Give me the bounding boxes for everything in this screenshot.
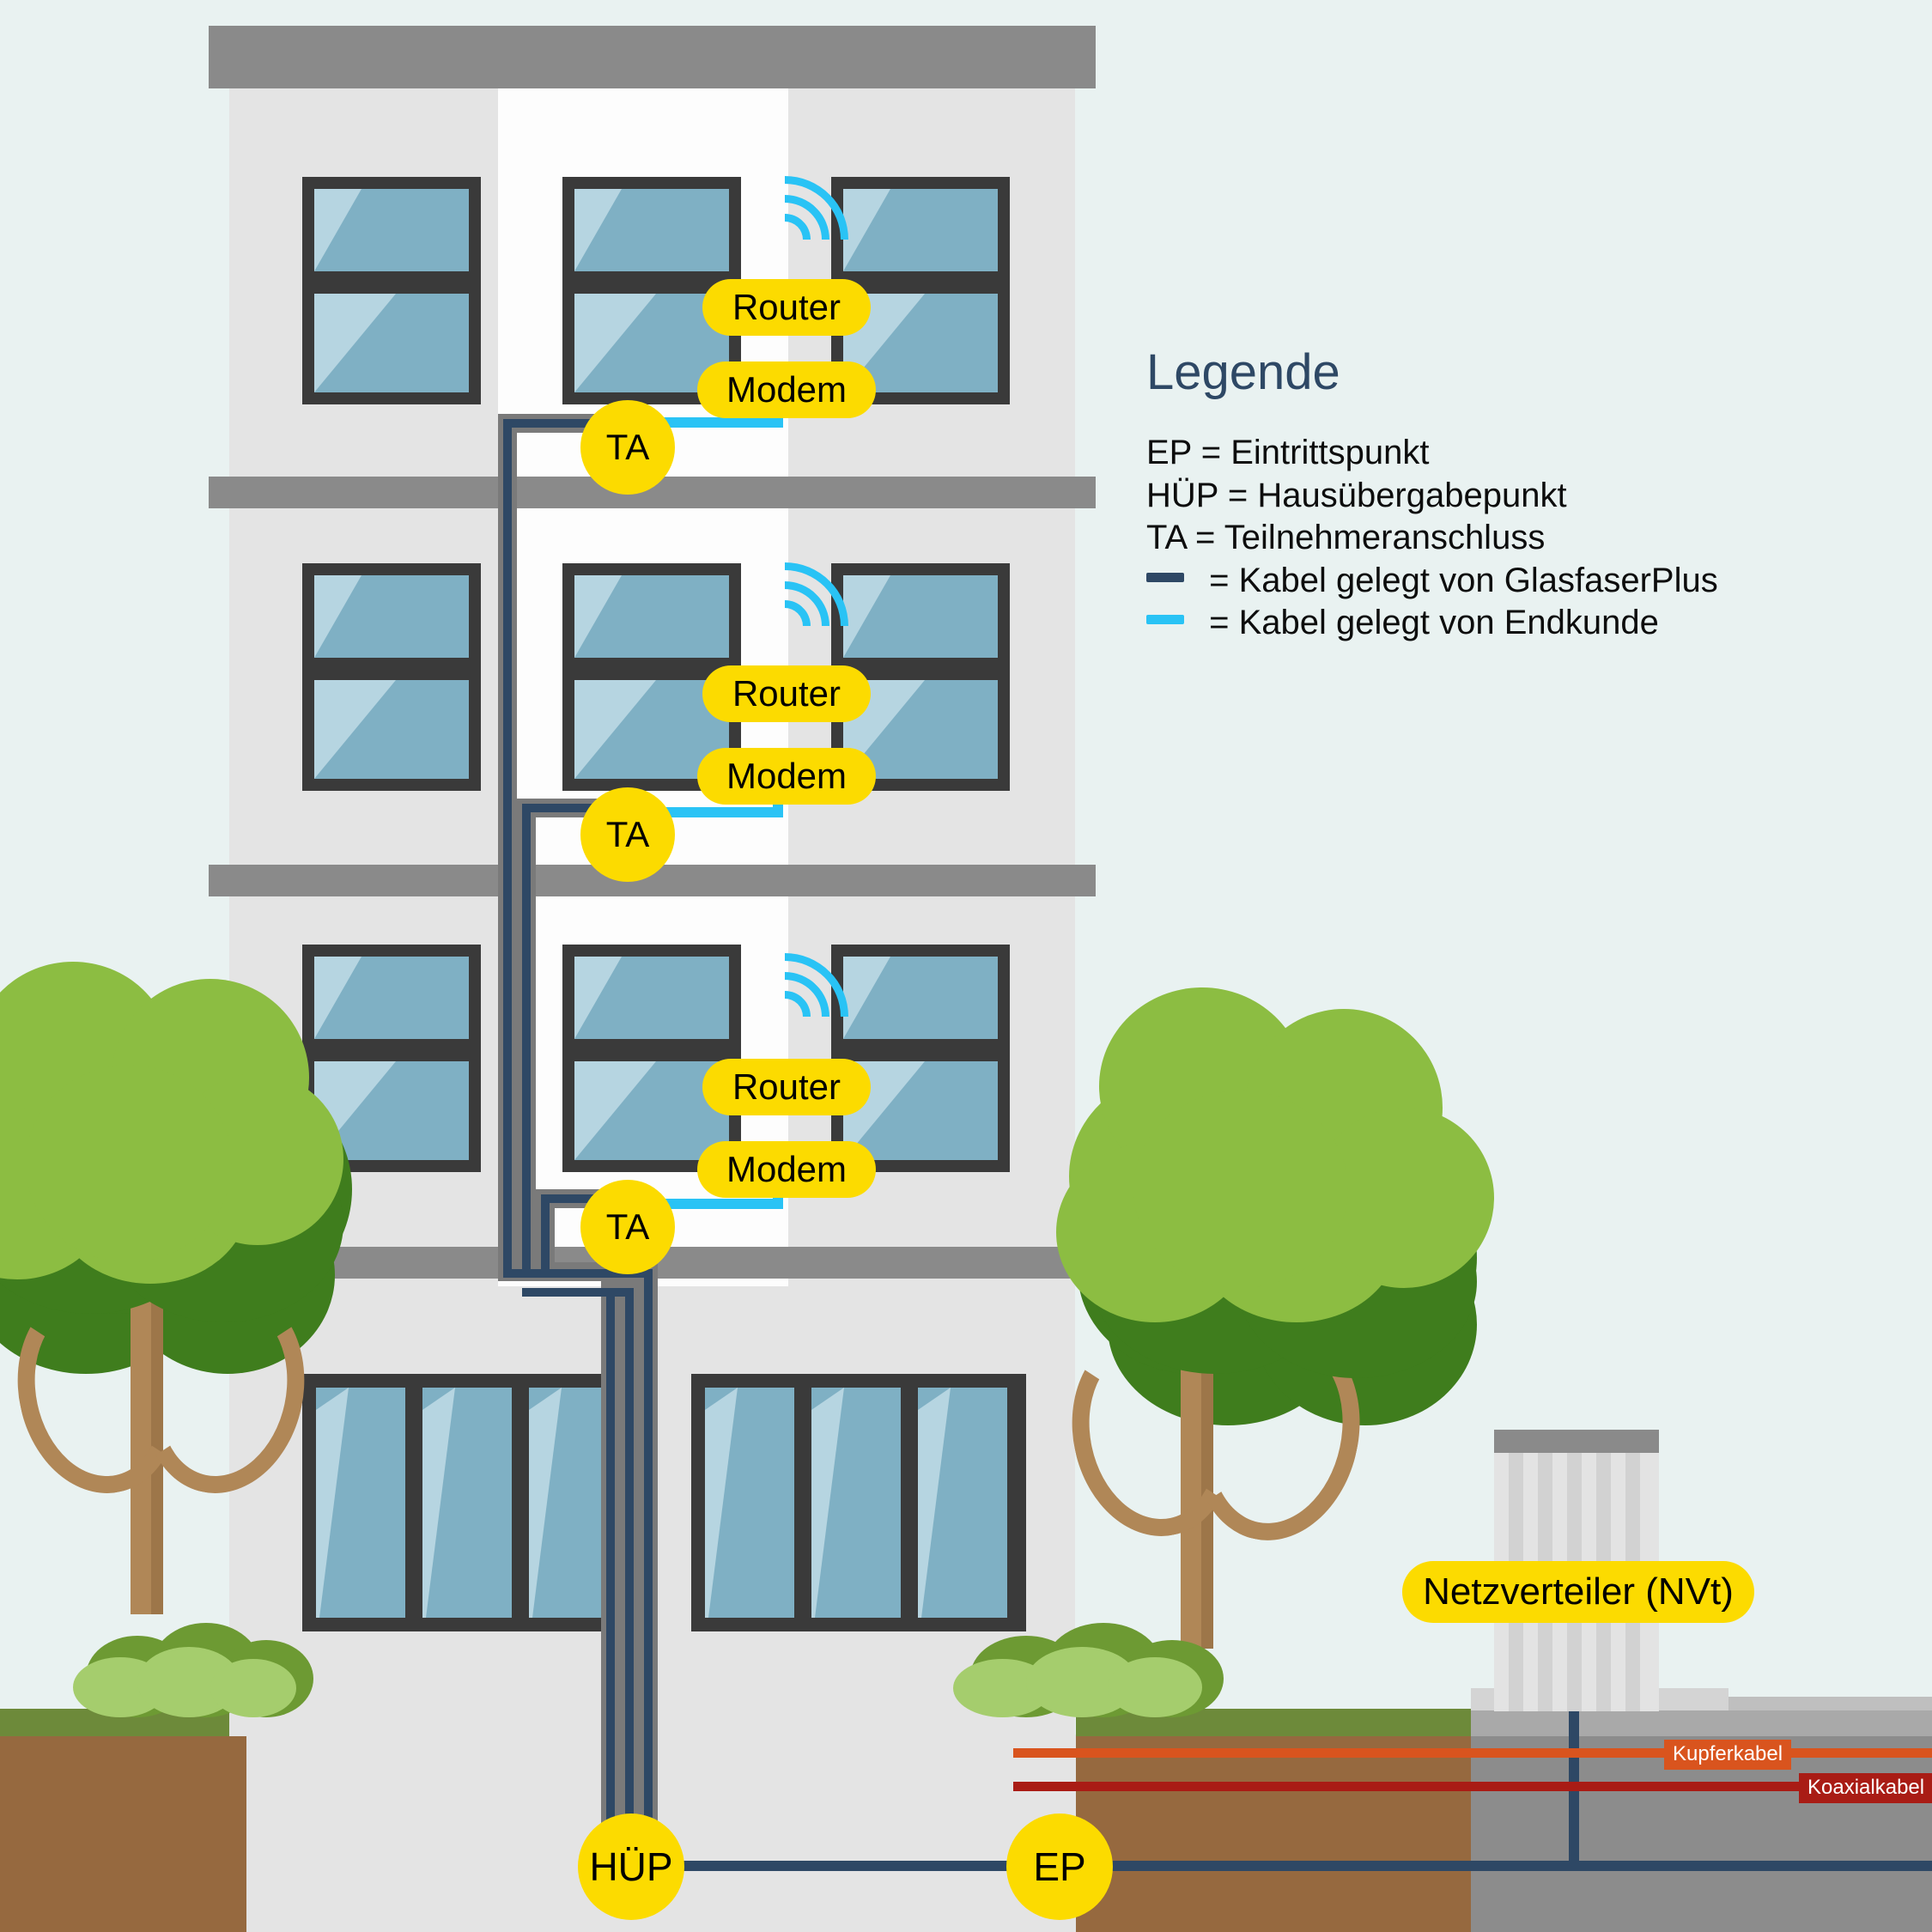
window-center-left-floor1 bbox=[562, 945, 741, 1172]
fiber-core-riser-b bbox=[522, 804, 531, 1278]
legend-row-customer: = Kabel gelegt von Endkunde bbox=[1146, 602, 1859, 645]
legend: Legende EP = Eintrittspunkt HÜP = Hausüb… bbox=[1146, 348, 1859, 645]
window-left-floor2 bbox=[302, 563, 481, 791]
fiber-core-branch-c bbox=[541, 1194, 598, 1203]
ep-node[interactable]: EP bbox=[1006, 1814, 1113, 1920]
router-pill-floor1[interactable]: Router bbox=[702, 1059, 871, 1115]
router-pill-floor3[interactable]: Router bbox=[702, 279, 871, 336]
fiber-ep-to-nvt bbox=[1082, 1861, 1932, 1871]
pavement-kerb-far bbox=[1728, 1697, 1932, 1710]
fiber-core-riser-c bbox=[541, 1194, 550, 1278]
pavement-surface bbox=[1471, 1709, 1932, 1736]
router-pill-floor2[interactable]: Router bbox=[702, 665, 871, 722]
window-center-right-floor1 bbox=[831, 945, 1010, 1172]
modem-pill-floor3[interactable]: Modem bbox=[697, 361, 876, 418]
fiber-core-down-1 bbox=[644, 1269, 653, 1855]
kupferkabel-line bbox=[1013, 1748, 1932, 1758]
legend-row-hup: HÜP = Hausübergabepunkt bbox=[1146, 475, 1859, 518]
legend-row-ep: EP = Eintrittspunkt bbox=[1146, 432, 1859, 475]
window-ground-right bbox=[691, 1374, 1026, 1631]
fiber-core-jog-c bbox=[541, 1288, 627, 1297]
legend-row-customer-text: = Kabel gelegt von Endkunde bbox=[1209, 604, 1659, 642]
ta-node-floor1[interactable]: TA bbox=[580, 1180, 675, 1274]
legend-swatch-fiber-line bbox=[1146, 572, 1184, 582]
ta-node-floor3[interactable]: TA bbox=[580, 400, 675, 495]
fiber-core-jog-a bbox=[503, 1269, 646, 1278]
hup-node[interactable]: HÜP bbox=[578, 1814, 684, 1920]
legend-row-fiber-text: = Kabel gelegt von GlasfaserPlus bbox=[1209, 561, 1718, 599]
kupferkabel-label: Kupferkabel bbox=[1664, 1740, 1792, 1770]
fiber-hup-to-ep bbox=[653, 1861, 1048, 1871]
koaxialkabel-line bbox=[1013, 1782, 1932, 1791]
nvt-label[interactable]: Netzverteiler (NVt) bbox=[1402, 1561, 1754, 1623]
fiber-core-down-2 bbox=[625, 1288, 634, 1855]
koaxialkabel-label: Koaxialkabel bbox=[1799, 1773, 1932, 1803]
window-ground-left bbox=[302, 1374, 637, 1631]
legend-row-fiber: = Kabel gelegt von GlasfaserPlus bbox=[1146, 560, 1859, 603]
building-roof bbox=[209, 26, 1096, 88]
legend-row-hup-text: HÜP = Hausübergabepunkt bbox=[1146, 476, 1567, 514]
legend-row-ta: TA = Teilnehmeranschluss bbox=[1146, 517, 1859, 560]
soil-right bbox=[1076, 1735, 1471, 1932]
fiber-core-down-3 bbox=[606, 1288, 615, 1855]
legend-row-ta-text: TA = Teilnehmeranschluss bbox=[1146, 519, 1546, 557]
ta-node-floor2[interactable]: TA bbox=[580, 787, 675, 882]
window-center-right-floor2 bbox=[831, 563, 1010, 791]
legend-row-ep-text: EP = Eintrittspunkt bbox=[1146, 434, 1430, 471]
legend-title: Legende bbox=[1146, 344, 1340, 400]
fiber-core-riser-a bbox=[503, 419, 512, 1278]
fiber-core-branch-a bbox=[503, 419, 596, 428]
window-left-floor3 bbox=[302, 177, 481, 404]
modem-pill-floor1[interactable]: Modem bbox=[697, 1141, 876, 1198]
legend-swatch-customer-line bbox=[1146, 615, 1184, 625]
modem-pill-floor2[interactable]: Modem bbox=[697, 748, 876, 805]
fiber-core-branch-b bbox=[522, 804, 598, 812]
